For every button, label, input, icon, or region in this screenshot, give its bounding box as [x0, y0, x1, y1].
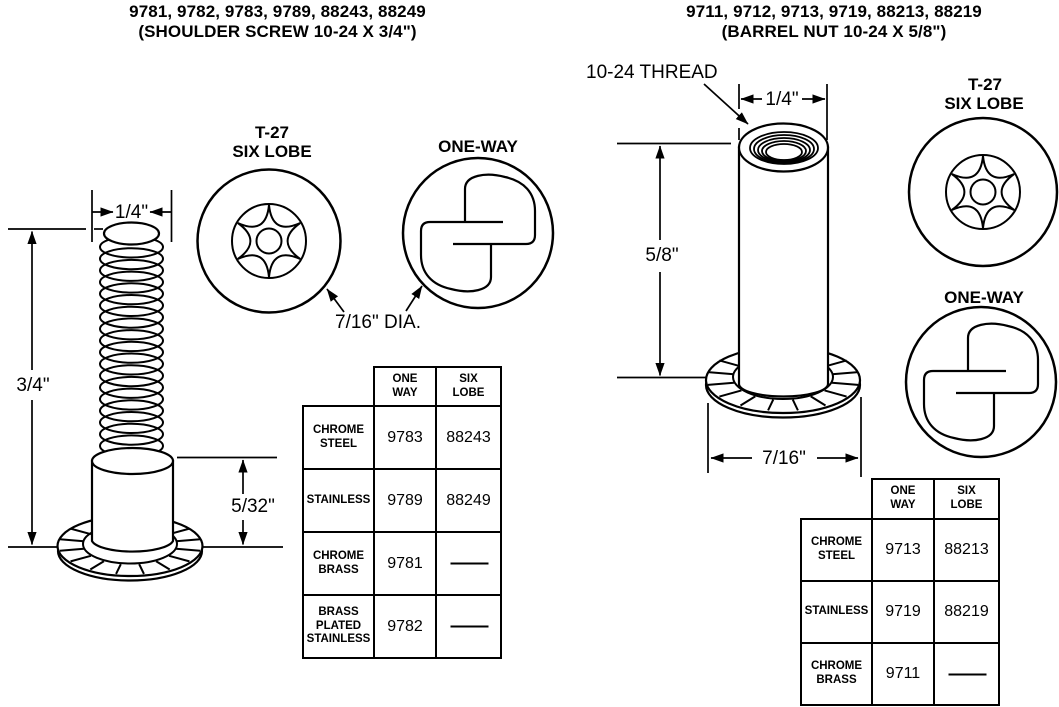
screw-length-dimension: 3/4": [16, 231, 50, 545]
table-row: CHROME BRASS 9711 ——: [800, 642, 1000, 706]
part-number: 88219: [933, 580, 1000, 644]
barrel-nut-title-line2: (BARREL NUT 10-24 X 5/8"): [721, 21, 947, 41]
column-header-six-lobe: SIX LOBE: [933, 478, 1000, 520]
part-number: 88243: [435, 405, 502, 470]
part-number: 88249: [435, 468, 502, 533]
row-label: CHROME BRASS: [800, 642, 873, 706]
screw-width-label: 1/4": [115, 202, 148, 223]
part-number: 9789: [373, 468, 437, 533]
column-header-one-way: ONE WAY: [871, 478, 935, 520]
part-number: 9783: [373, 405, 437, 470]
part-number: 9711: [871, 642, 935, 706]
table-row: CHROME BRASS 9781 ——: [302, 531, 502, 596]
nut-one-way-title: ONE-WAY: [944, 288, 1024, 307]
no-part-dash: ——: [933, 642, 1000, 706]
shoulder-screw-title-line2: (SHOULDER SCREW 10-24 X 3/4"): [138, 21, 417, 41]
shoulder-screw-title-line1: 9781, 9782, 9783, 9789, 88243, 88249: [129, 2, 426, 21]
column-header-six-lobe: SIX LOBE: [435, 366, 502, 407]
screw-one-way-title: ONE-WAY: [438, 137, 518, 156]
nut-width-dimension: 1/4": [738, 84, 828, 140]
screw-six-lobe-title-line2: SIX LOBE: [232, 142, 311, 161]
table-row: STAINLESS 9719 88219: [800, 580, 1000, 644]
nut-width-label: 1/4": [765, 89, 798, 110]
head-diameter-label: 7/16" DIA.: [335, 312, 421, 333]
part-number: 88213: [933, 518, 1000, 582]
barrel-nut-drawing: 10-24 THREAD 1/4" 5/8": [586, 62, 862, 477]
nut-flange-dimension: 7/16": [707, 397, 862, 477]
nut-length-dimension: 5/8": [645, 145, 679, 376]
part-number: 9782: [373, 594, 437, 659]
no-part-dash: ——: [435, 594, 502, 659]
table-corner-blank: [801, 479, 872, 519]
table-header-row: ONE WAY SIX LOBE: [303, 366, 502, 407]
nut-length-label: 5/8": [645, 245, 678, 266]
screw-shoulder-dimension: 5/32": [231, 459, 275, 545]
shoulder-screw-part-table: ONE WAY SIX LOBE CHROME STEEL 9783 88243…: [302, 366, 502, 659]
nut-body: [737, 146, 830, 398]
shoulder-screw-title: 9781, 9782, 9783, 9789, 88243, 88249(SHO…: [55, 2, 500, 41]
barrel-nut-title: 9711, 9712, 9713, 9719, 88213, 88219(BAR…: [618, 2, 1050, 41]
screw-width-dimension: 1/4": [91, 190, 173, 242]
screw-six-lobe-view: T-27 SIX LOBE: [196, 123, 342, 314]
nut-flange-label: 7/16": [762, 448, 806, 469]
row-label: STAINLESS: [800, 580, 873, 644]
barrel-nut-part-table: ONE WAY SIX LOBE CHROME STEEL 9713 88213…: [800, 478, 1000, 706]
column-header-one-way: ONE WAY: [373, 366, 437, 407]
barrel-nut-title-line1: 9711, 9712, 9713, 9719, 88213, 88219: [686, 2, 982, 21]
no-part-dash: ——: [435, 531, 502, 596]
nut-six-lobe-title-line2: SIX LOBE: [944, 94, 1023, 113]
row-label: BRASS PLATED STAINLESS: [302, 594, 375, 659]
thread-callout: 10-24 THREAD: [586, 62, 749, 125]
screw-length-label: 3/4": [16, 375, 49, 396]
screw-shoulder-top: [90, 446, 175, 476]
table-row: STAINLESS 9789 88249: [302, 468, 502, 533]
table-row: CHROME STEEL 9783 88243: [302, 405, 502, 470]
row-label: CHROME STEEL: [800, 518, 873, 582]
table-corner-blank: [303, 367, 374, 406]
nut-six-lobe-view: T-27 SIX LOBE: [907, 75, 1059, 268]
screw-tip: [102, 221, 161, 246]
row-label: CHROME STEEL: [302, 405, 375, 470]
part-number: 9781: [373, 531, 437, 596]
screw-threads: [99, 235, 164, 458]
row-label: STAINLESS: [302, 468, 375, 533]
screw-one-way-view: ONE-WAY: [401, 137, 555, 310]
nut-one-way-view: ONE-WAY: [904, 288, 1058, 459]
table-row: CHROME STEEL 9713 88213: [800, 518, 1000, 582]
part-number: 9719: [871, 580, 935, 644]
screw-shoulder: [90, 459, 175, 553]
screw-shoulder-label: 5/32": [231, 496, 275, 517]
thread-callout-label: 10-24 THREAD: [586, 62, 718, 83]
table-header-row: ONE WAY SIX LOBE: [801, 478, 1000, 520]
shoulder-screw-drawing: 1/4" 3/4" 5/32": [8, 190, 283, 582]
head-diameter-callout: 7/16" DIA.: [326, 285, 423, 333]
part-number: 9713: [871, 518, 935, 582]
nut-internal-threads: [749, 131, 819, 165]
screw-six-lobe-title-line1: T-27: [255, 123, 289, 142]
row-label: CHROME BRASS: [302, 531, 375, 596]
nut-six-lobe-title-line1: T-27: [968, 75, 1002, 94]
table-row: BRASS PLATED STAINLESS 9782 ——: [302, 594, 502, 659]
